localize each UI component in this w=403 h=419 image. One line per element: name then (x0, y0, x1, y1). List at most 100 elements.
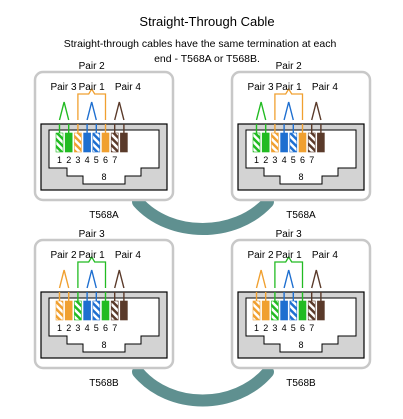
pair-label-left: Pair 2 (50, 250, 77, 261)
wire-pin-5 (92, 300, 101, 321)
wire-pin-6 (298, 300, 307, 321)
pin-number-2: 2 (66, 323, 71, 333)
wire-pin-6 (101, 300, 110, 321)
pin-number-5: 5 (94, 155, 99, 165)
pin-number-8: 8 (101, 340, 106, 350)
wire-pin-8 (120, 300, 128, 321)
wire-pin-1 (55, 132, 64, 153)
wire-pin-2 (261, 132, 270, 153)
standard-label: T568A (89, 210, 119, 221)
pair-bracket-3-6 (274, 87, 304, 120)
pin-number-4: 4 (85, 155, 90, 165)
wire-pin-6 (298, 132, 307, 153)
pair-chevron-1-2 (255, 101, 267, 121)
wire-pin-7 (307, 132, 316, 153)
pin-number-3: 3 (75, 323, 80, 333)
pair-label-middle: Pair 1 (79, 82, 106, 93)
pin-number-4: 4 (282, 155, 287, 165)
pair-label-right: Pair 4 (312, 250, 339, 261)
wire-pin-7 (307, 300, 316, 321)
diagram-subtitle-line1: Straight-through cables have the same te… (64, 38, 337, 50)
pin-number-4: 4 (282, 323, 287, 333)
pin-number-1: 1 (254, 155, 259, 165)
pin-number-1: 1 (57, 155, 62, 165)
pair-chevron-7-8 (114, 269, 125, 289)
pin-number-8: 8 (298, 172, 303, 182)
pair-chevron-1-2 (58, 101, 70, 121)
wire-pin-3 (271, 300, 279, 321)
cable-bottom (132, 366, 274, 407)
pin-number-8: 8 (298, 340, 303, 350)
pair-chevron-7-8 (311, 101, 322, 121)
pin-number-7: 7 (112, 323, 117, 333)
pair-label-middle: Pair 1 (276, 250, 303, 261)
diagram-subtitle-line2: end - T568A or T568B. (154, 53, 260, 65)
wire-pin-4 (280, 300, 288, 321)
pin-number-7: 7 (309, 323, 314, 333)
wire-pin-2 (261, 300, 270, 321)
pair-bracket-3-6 (274, 255, 304, 288)
wire-pin-4 (83, 300, 91, 321)
wire-pin-1 (252, 132, 261, 153)
pair-label-middle: Pair 1 (276, 82, 303, 93)
wire-pin-7 (110, 132, 119, 153)
pin-number-3: 3 (272, 323, 277, 333)
pair-chevron-7-8 (311, 269, 322, 289)
pair-chevron-7-8 (114, 101, 125, 121)
wire-pin-3 (271, 132, 279, 153)
pin-number-7: 7 (309, 155, 314, 165)
diagram-title: Straight-Through Cable (139, 14, 274, 29)
pair-label-left: Pair 3 (247, 82, 274, 93)
pair-chevron-4-5 (283, 101, 294, 121)
wire-pin-5 (92, 132, 101, 153)
pin-number-3: 3 (272, 155, 277, 165)
wire-pin-6 (101, 132, 110, 153)
pair-label-right: Pair 4 (115, 250, 142, 261)
wire-pin-5 (289, 132, 298, 153)
pair-chevron-4-5 (86, 269, 97, 289)
pin-number-1: 1 (254, 323, 259, 333)
wire-pin-3 (74, 132, 82, 153)
pin-number-8: 8 (101, 172, 106, 182)
pin-number-5: 5 (291, 155, 296, 165)
pin-number-3: 3 (75, 155, 80, 165)
standard-label: T568B (89, 378, 119, 389)
wire-pin-8 (120, 132, 128, 153)
pin-number-6: 6 (103, 323, 108, 333)
wire-pin-5 (289, 300, 298, 321)
wire-pin-3 (74, 300, 82, 321)
wire-pin-2 (64, 300, 73, 321)
pin-number-6: 6 (300, 323, 305, 333)
pin-number-2: 2 (263, 155, 268, 165)
pair-label-top: Pair 3 (79, 229, 106, 240)
pin-number-6: 6 (103, 155, 108, 165)
pin-number-2: 2 (66, 155, 71, 165)
pair-chevron-4-5 (283, 269, 294, 289)
wire-pin-1 (252, 300, 261, 321)
standard-label: T568A (286, 210, 316, 221)
pin-number-6: 6 (300, 155, 305, 165)
wire-pin-8 (317, 132, 325, 153)
pair-bracket-3-6 (77, 87, 107, 120)
standard-label: T568B (286, 378, 316, 389)
pair-chevron-1-2 (255, 269, 267, 289)
cable-top (132, 196, 274, 235)
wire-pin-7 (110, 300, 119, 321)
pin-number-5: 5 (291, 323, 296, 333)
pair-label-top: Pair 2 (276, 61, 303, 72)
pin-number-5: 5 (94, 323, 99, 333)
pair-label-right: Pair 4 (312, 82, 339, 93)
wire-pin-4 (280, 132, 288, 153)
pin-number-2: 2 (263, 323, 268, 333)
wire-pin-4 (83, 132, 91, 153)
pin-number-1: 1 (57, 323, 62, 333)
wire-pin-1 (55, 300, 64, 321)
wire-pin-2 (64, 132, 73, 153)
pair-label-left: Pair 3 (50, 82, 77, 93)
pair-chevron-1-2 (58, 269, 70, 289)
